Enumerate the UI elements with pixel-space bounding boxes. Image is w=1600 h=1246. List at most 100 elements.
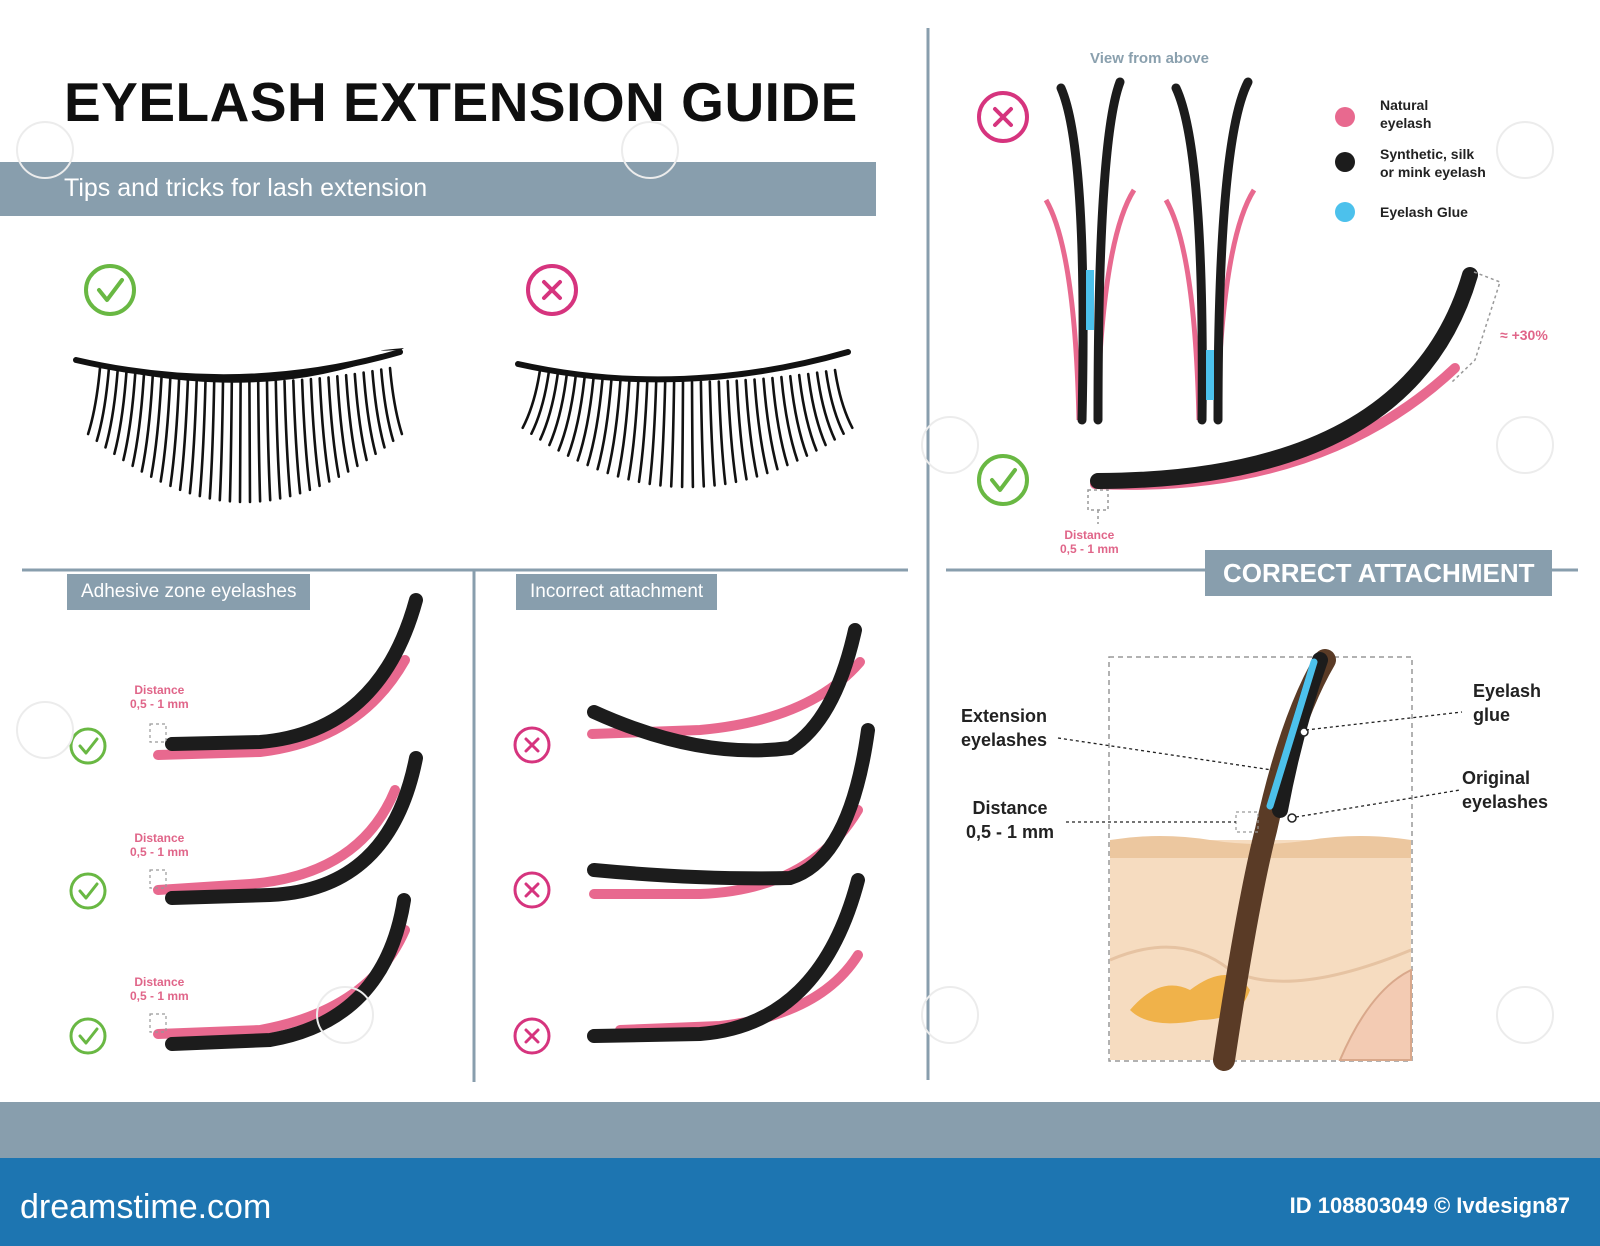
eyelash-strand	[131, 373, 146, 468]
adhesive-example-2	[69, 751, 423, 910]
eyelash-strand	[309, 377, 321, 488]
eyelash-strand	[659, 380, 667, 487]
footer-brand: dreamstime.com	[20, 1188, 272, 1226]
eyelash-strand	[159, 377, 172, 483]
view-from-above-label: View from above	[1090, 50, 1209, 67]
eyelash-strand	[188, 379, 198, 495]
callout-original-1: Original	[1462, 768, 1531, 788]
eyelash-strand	[557, 373, 578, 452]
distance-text-1: Distance	[134, 683, 185, 697]
distance-text-1: Distance	[1064, 528, 1115, 542]
incorrect-example-3	[513, 873, 865, 1055]
callout-glue: Eyelash glue	[1473, 679, 1541, 727]
legend-synthetic-text-1: Synthetic, silk	[1380, 146, 1475, 162]
eyelash-strand	[198, 379, 207, 498]
eyelash-strand	[208, 380, 216, 500]
eyelash-strand	[789, 374, 809, 457]
eyelash-strand	[806, 372, 827, 447]
eyelash-strand	[95, 368, 111, 443]
eyelash-strand	[300, 378, 312, 492]
distance-text-2: 0,5 - 1 mm	[130, 845, 189, 859]
eyelash-strand	[292, 379, 302, 495]
eyelash-strand	[708, 380, 716, 487]
eyelash-strand	[379, 368, 395, 443]
eyelash-strand	[238, 380, 242, 504]
eyelash-strand	[586, 376, 604, 467]
eyelash-strand	[149, 376, 163, 478]
eyelash-strand	[699, 380, 706, 488]
eyelash-strand	[283, 379, 292, 498]
legend-glue-dot	[1335, 202, 1355, 222]
panel-label-correct: CORRECT ATTACHMENT	[1205, 550, 1553, 596]
footer-id: ID 108803049 © Ivdesign87	[1289, 1193, 1570, 1218]
eyelash-strand	[362, 371, 377, 456]
eyelash-strand	[762, 377, 779, 471]
adhesive-example-3	[69, 893, 411, 1055]
eyelash-strand	[274, 380, 282, 500]
incorrect-example-2	[513, 723, 875, 909]
eyelash-strand	[113, 371, 128, 456]
distance-text-2: 0,5 - 1 mm	[130, 989, 189, 1003]
panel-label-incorrect: Incorrect attachment	[516, 574, 718, 610]
legend-natural: Natural eyelash	[1380, 96, 1460, 132]
footer-blue-band	[0, 1158, 1600, 1246]
callout-leaders	[1057, 711, 1463, 823]
distance-label-top: Distance 0,5 - 1 mm	[1060, 528, 1119, 556]
legend-synthetic-text-2: or mink eyelash	[1380, 164, 1486, 180]
eyelash-strand	[637, 379, 649, 484]
eyelash-strand	[140, 375, 154, 473]
legend-synthetic-dot	[1335, 152, 1355, 172]
eyelash-strand	[344, 373, 359, 468]
eyelash-strand	[336, 375, 350, 473]
callout-distance-1: Distance	[972, 798, 1048, 818]
eyelash-strand	[680, 380, 685, 489]
eyelash-strand	[606, 378, 622, 475]
eyelash-strand	[256, 380, 262, 503]
cross-icon	[526, 264, 578, 316]
eyelash-strand	[169, 377, 181, 488]
callout-extension: Extension eyelashes	[961, 704, 1047, 752]
eyelash-strand	[669, 380, 676, 488]
eyelash-strand	[530, 370, 551, 435]
eyelash-strand	[744, 378, 759, 478]
cross-icon	[977, 91, 1029, 143]
lash-side-view-correct	[1087, 267, 1501, 524]
distance-label-1: Distance 0,5 - 1 mm	[130, 683, 189, 711]
subtitle-bar	[0, 162, 876, 216]
callout-original-2: eyelashes	[1462, 792, 1549, 812]
eyelash-strand	[548, 372, 569, 447]
legend-natural-dot	[1335, 107, 1355, 127]
length-percent-label: ≈ +30%	[1500, 327, 1548, 343]
eyelash-strand	[265, 380, 272, 502]
callout-distance-2: 0,5 - 1 mm	[966, 822, 1055, 842]
watermark-pattern	[16, 121, 1554, 1044]
callout-original: Original eyelashes	[1462, 766, 1548, 814]
panel-label-adhesive: Adhesive zone eyelashes	[67, 574, 311, 610]
eyelash-strand	[353, 372, 368, 462]
distance-text-2: 0,5 - 1 mm	[130, 697, 189, 711]
eyelash-strand	[122, 372, 137, 462]
eyelash-strand	[797, 373, 818, 452]
eyelash-strand	[771, 376, 789, 467]
eyelash-strand	[726, 379, 738, 484]
eyelash-strand	[318, 377, 331, 483]
distance-text-2: 0,5 - 1 mm	[1060, 542, 1119, 556]
eyelash-strand	[780, 375, 799, 462]
eyelash-strand	[248, 380, 252, 504]
skin-cross-section	[1108, 649, 1413, 1071]
lash-top-view-incorrect	[1043, 77, 1137, 425]
adhesive-example-1	[69, 593, 423, 765]
eyelash-strand	[521, 368, 542, 430]
eyelash-strand	[616, 378, 631, 478]
eyelash-strand	[388, 366, 404, 436]
eyelash-strand	[178, 378, 190, 492]
eyelash-strand	[228, 380, 234, 503]
lash-line-incorrect	[515, 349, 854, 489]
eyelash-strand	[735, 379, 748, 481]
callout-extension-1: Extension	[961, 706, 1048, 726]
eyelash-strand	[717, 380, 727, 486]
check-icon	[977, 454, 1029, 506]
eyelash-strand	[648, 380, 658, 486]
callout-glue-2: glue	[1473, 705, 1511, 725]
